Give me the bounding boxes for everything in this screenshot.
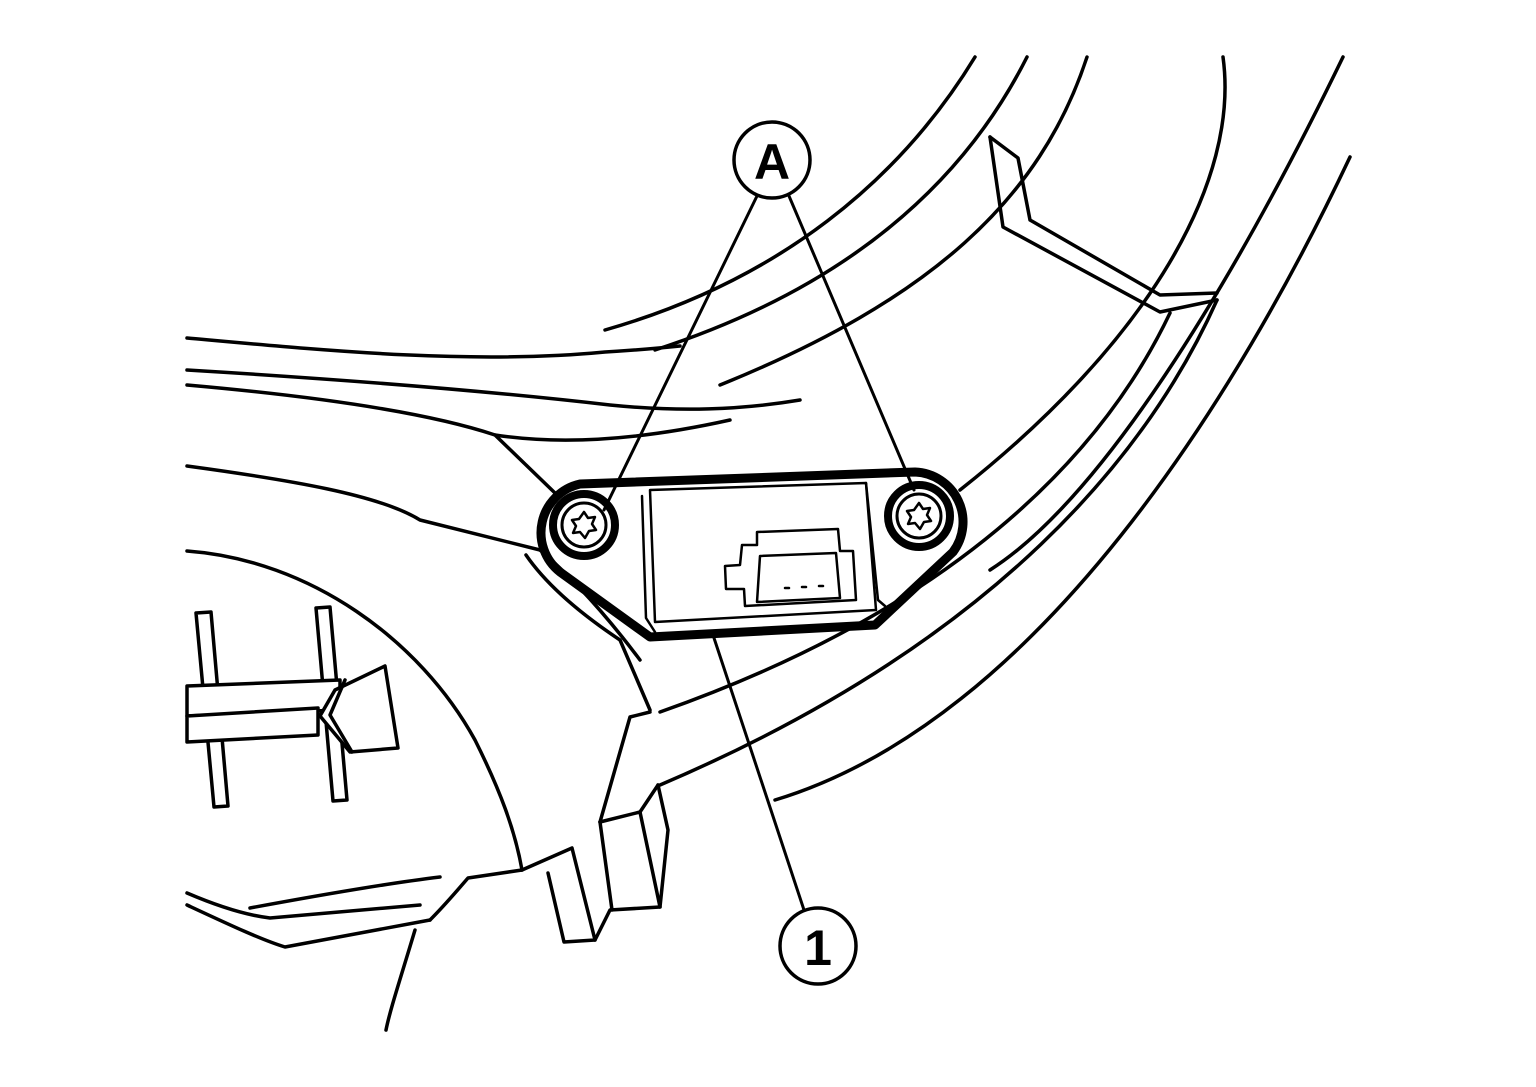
- hub-housing: [185, 549, 670, 1032]
- callout-a: A: [732, 120, 812, 200]
- sensor-module: [536, 467, 968, 642]
- spoke-rib: [988, 135, 1219, 314]
- screw-right: [884, 481, 954, 551]
- torx-icon: [570, 510, 598, 540]
- mounting-bracket: [536, 467, 968, 642]
- callout-a-label: A: [754, 134, 790, 190]
- callout-1: 1: [778, 906, 858, 986]
- screw-left: [549, 490, 619, 560]
- torx-icon: [905, 501, 933, 531]
- spoke-upper: [185, 336, 802, 495]
- switch-assembly: [185, 605, 400, 809]
- connector: [723, 527, 858, 608]
- callout-1-label: 1: [804, 920, 832, 976]
- wheel-rim: [603, 55, 1352, 802]
- leader-lines: [602, 194, 916, 912]
- module-box: [648, 481, 878, 624]
